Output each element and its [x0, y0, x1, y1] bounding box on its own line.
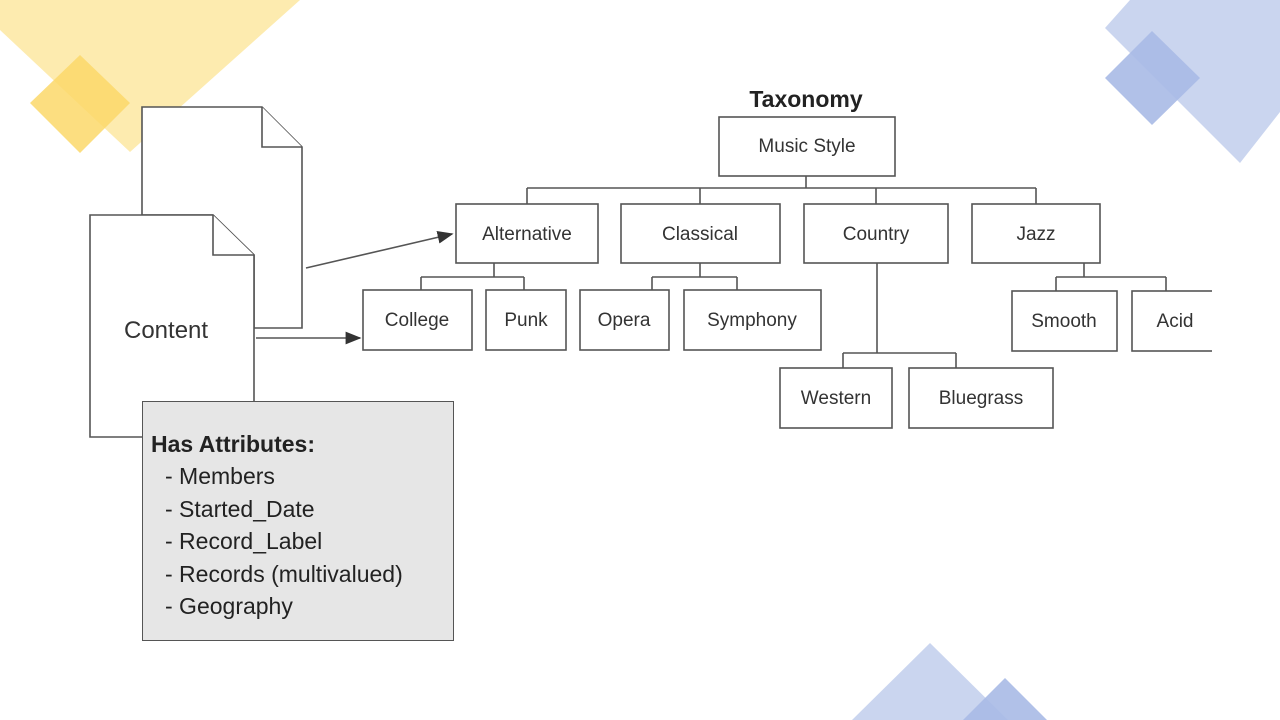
svg-text:Smooth: Smooth [1031, 311, 1096, 332]
attribute-item: - Record_Label [165, 528, 323, 554]
node-college: College [362, 289, 473, 351]
svg-text:Acid: Acid [1157, 311, 1194, 332]
front-document [89, 214, 255, 438]
content-label: Content [124, 317, 208, 344]
attributes-title: Has Attributes: [151, 431, 315, 457]
node-symphony: Symphony [683, 289, 822, 351]
attributes-list: - Members - Started_Date - Record_Label … [151, 460, 453, 623]
svg-text:Classical: Classical [662, 224, 738, 245]
content-documents: Content [89, 106, 303, 438]
blue-diamond-small-top [1105, 31, 1200, 125]
svg-text:Music Style: Music Style [758, 136, 855, 157]
svg-text:Symphony: Symphony [707, 310, 797, 331]
node-acid: Acid [1131, 285, 1232, 357]
svg-text:Western: Western [801, 388, 871, 409]
back-document-fold [261, 107, 302, 148]
node-alternative: Alternative [455, 203, 599, 264]
attribute-item: - Members [165, 463, 275, 489]
node-music-style: Music Style [718, 116, 896, 177]
node-jazz: Jazz [971, 203, 1101, 264]
attributes-panel: Has Attributes: - Members - Started_Date… [142, 401, 454, 641]
arrow-to-alternative [305, 231, 454, 269]
svg-text:Jazz: Jazz [1016, 224, 1055, 245]
svg-text:Punk: Punk [504, 310, 548, 331]
svg-text:Country: Country [843, 224, 910, 245]
node-western: Western [779, 367, 893, 429]
blue-diamond-bottom-right [963, 678, 1047, 720]
node-classical: Classical [620, 203, 781, 264]
node-country: Country [803, 203, 949, 264]
front-document-fold [212, 215, 254, 256]
node-punk: Punk [485, 289, 567, 351]
node-opera: Opera [579, 289, 670, 351]
yellow-diamond-small [30, 55, 130, 153]
yellow-diamond-large [0, 0, 300, 152]
svg-text:Bluegrass: Bluegrass [939, 388, 1024, 409]
svg-text:College: College [385, 310, 449, 331]
node-bluegrass: Bluegrass [908, 367, 1054, 429]
svg-text:Alternative: Alternative [482, 224, 572, 245]
taxonomy-title: Taxonomy [749, 86, 863, 112]
tree-connectors [420, 176, 1167, 368]
attribute-item: - Records (multivalued) [165, 560, 403, 587]
attribute-item: - Started_Date [165, 495, 315, 522]
node-smooth: Smooth [1011, 290, 1118, 352]
svg-text:Opera: Opera [598, 310, 651, 331]
attribute-item: - Geography [165, 593, 293, 619]
blue-diamond-bottom-left [852, 643, 1008, 720]
